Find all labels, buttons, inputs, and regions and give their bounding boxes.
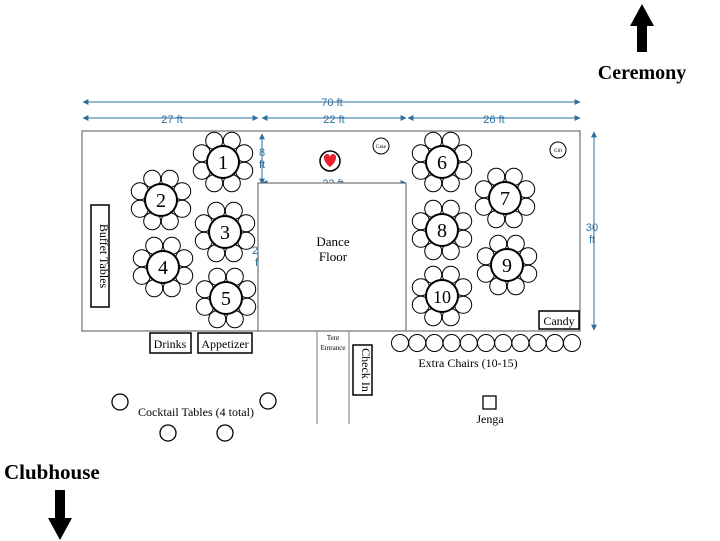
table-number: 5	[221, 288, 231, 310]
jenga-label: Jenga	[476, 412, 504, 426]
gap-label-1: 8	[259, 147, 265, 159]
jenga: Jenga	[476, 395, 504, 426]
cocktail-tables-label: Cocktail Tables (4 total)	[138, 405, 254, 419]
gift-label: Gift	[554, 149, 563, 154]
extra-chairs-label: Extra Chairs (10-15)	[418, 356, 517, 370]
candy-label: Candy	[543, 314, 574, 328]
extra-chairs	[391, 334, 581, 352]
table-top	[208, 215, 242, 249]
table-number: 1	[218, 152, 228, 174]
tent-entrance: Tent Entrance	[316, 331, 350, 424]
ceremony-direction: Ceremony	[598, 4, 687, 84]
buffet-tables: Buffet Tables	[90, 204, 111, 308]
table-top	[425, 279, 459, 313]
table-number: 9	[502, 255, 512, 277]
table-top	[206, 145, 240, 179]
round-table-9: 9	[476, 234, 538, 296]
cake-label: Cake	[376, 145, 387, 150]
drinks-label: Drinks	[154, 337, 187, 351]
extra-chair	[391, 334, 409, 352]
round-table-4: 4	[132, 236, 194, 298]
drinks-table: Drinks	[149, 332, 192, 354]
table-number: 2	[156, 190, 166, 212]
extra-chair	[494, 334, 513, 352]
table-number: 6	[437, 152, 447, 174]
round-table-3: 3	[194, 201, 256, 263]
down-arrow-icon	[48, 490, 72, 540]
clubhouse-direction: Clubhouse	[4, 460, 100, 540]
up-arrow-icon	[630, 4, 654, 52]
extra-chair	[545, 334, 564, 352]
round-table-2: 2	[130, 169, 192, 231]
round-table-8: 8	[411, 199, 473, 261]
table-top	[209, 281, 243, 315]
dance-floor-label-1: Dance	[316, 234, 349, 249]
check-in-table: Check In	[352, 344, 373, 396]
extra-chair	[442, 334, 461, 352]
gift-table: Gift	[549, 141, 567, 159]
dance-floor: Dance Floor	[257, 182, 407, 332]
middle-section-label: 22 ft	[323, 114, 344, 126]
tables-layer: 1 2 3 4 5 6 7 8 9 10	[130, 131, 538, 329]
tent-entrance-label-2: Entrance	[321, 344, 346, 352]
round-table-1: 1	[192, 131, 254, 193]
table-number: 4	[158, 257, 168, 279]
gap-label-2: ft	[259, 159, 265, 171]
table-top	[425, 145, 459, 179]
tent-entrance-label-1: Tent	[327, 334, 339, 342]
depth-label-1: 30	[586, 222, 598, 234]
heart-icon	[319, 150, 341, 172]
extra-chair	[459, 334, 478, 352]
table-number: 8	[437, 220, 447, 242]
check-in-label: Check In	[359, 348, 373, 392]
table-number: 10	[433, 287, 451, 307]
extra-chair	[408, 334, 427, 352]
cocktail-tables	[111, 392, 277, 442]
clubhouse-label: Clubhouse	[4, 460, 100, 484]
depth-label-2: ft	[589, 234, 595, 246]
ceremony-label: Ceremony	[598, 62, 687, 84]
total-width-label: 70 ft	[321, 97, 342, 109]
cake-table: Cake	[372, 137, 390, 155]
right-section-label: 26 ft	[483, 114, 504, 126]
cocktail-table	[111, 393, 129, 411]
table-number: 7	[500, 188, 510, 210]
left-section-label: 27 ft	[161, 114, 182, 126]
cocktail-table	[216, 424, 234, 442]
cocktail-table	[159, 424, 177, 442]
table-top	[490, 248, 524, 282]
round-table-7: 7	[474, 167, 536, 229]
table-number: 3	[220, 222, 230, 244]
appetizer-table: Appetizer	[197, 332, 253, 354]
candy-table: Candy	[538, 310, 580, 330]
table-top	[146, 250, 180, 284]
table-top	[488, 181, 522, 215]
dance-floor-label-2: Floor	[319, 249, 348, 264]
buffet-label: Buffet Tables	[97, 224, 111, 289]
extra-chair	[563, 334, 581, 352]
extra-chair	[511, 334, 530, 352]
cocktail-table	[259, 392, 277, 410]
round-table-6: 6	[411, 131, 473, 193]
extra-chair	[425, 334, 444, 352]
extra-chair	[477, 334, 495, 352]
table-top	[144, 183, 178, 217]
round-table-10: 10	[411, 265, 473, 327]
appetizer-label: Appetizer	[201, 337, 248, 351]
extra-chair	[528, 334, 547, 352]
table-top	[425, 213, 459, 247]
round-table-5: 5	[195, 267, 257, 329]
